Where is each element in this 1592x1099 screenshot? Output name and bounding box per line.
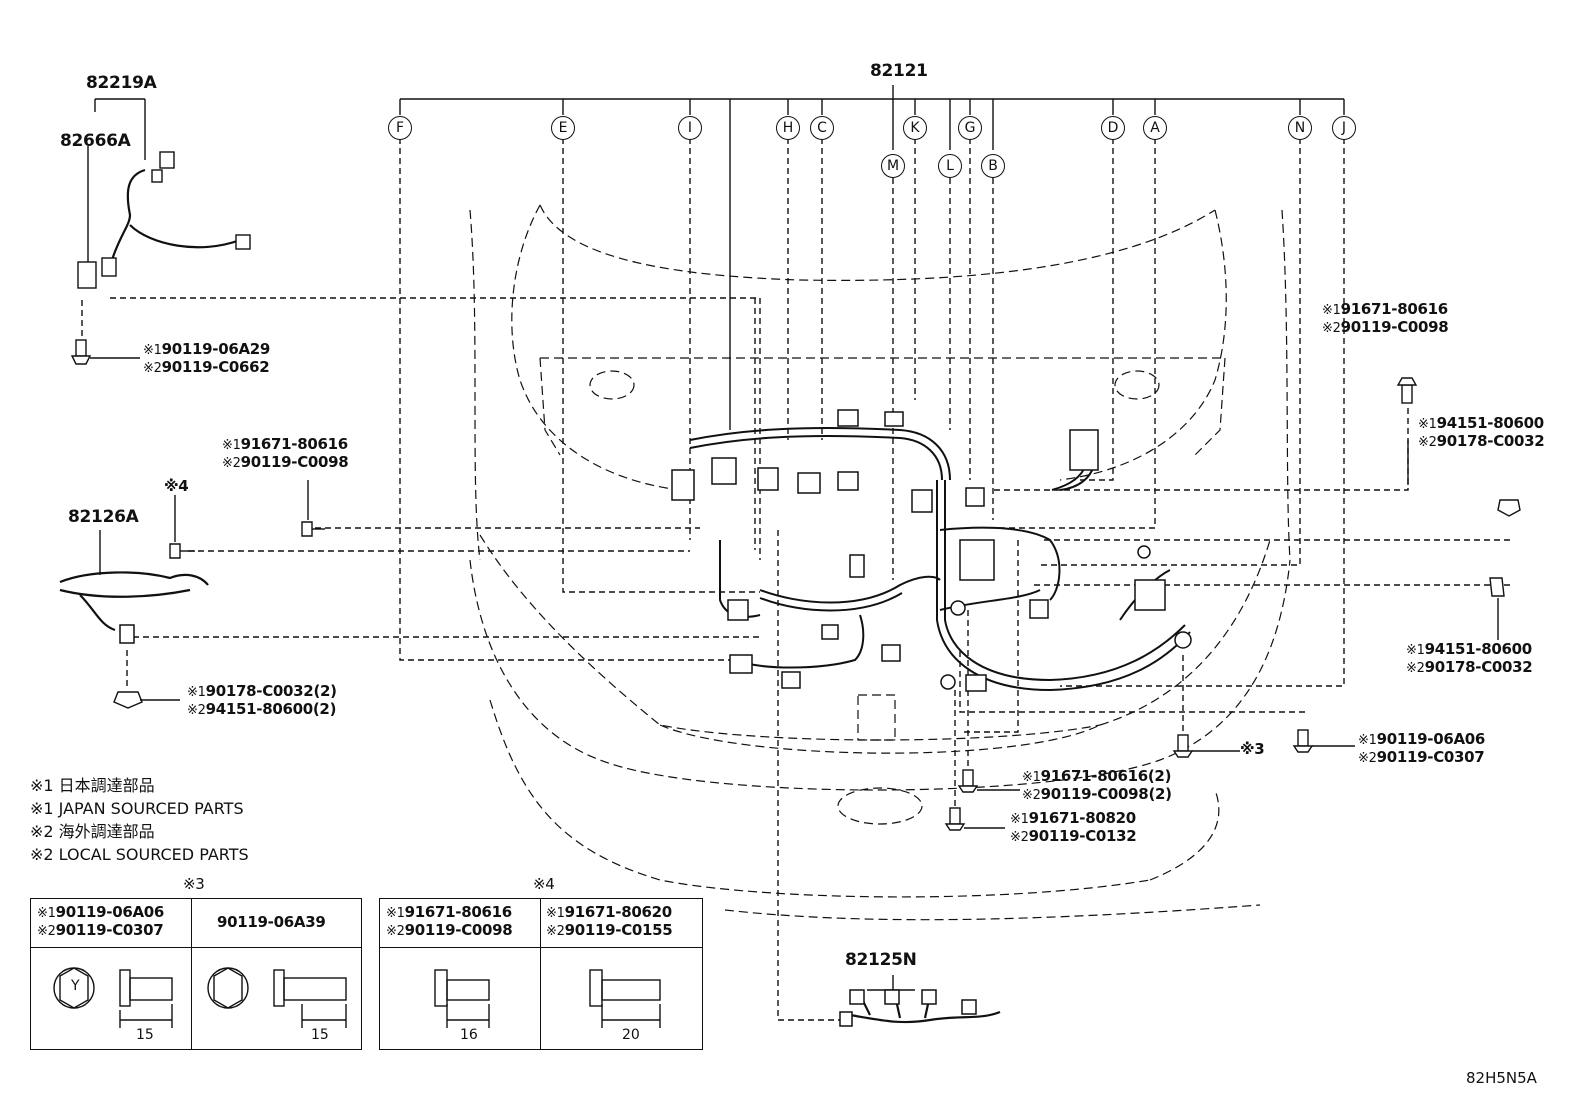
harness-82125N <box>839 975 1001 1027</box>
table3-cell-1: ※190119-06A06 ※290119-C0307 <box>37 903 165 940</box>
callout-d: ※191671-80616 ※290119-C0098 <box>1322 300 1449 337</box>
table4-cell-2: ※191671-80620 ※290119-C0155 <box>546 903 673 940</box>
connector-m: M <box>881 154 905 178</box>
callout-e: ※194151-80600 ※290178-C0032 <box>1418 414 1545 451</box>
bolt-icon <box>1292 729 1314 753</box>
connector-h: H <box>776 116 800 140</box>
table4-dim-1: 16 <box>460 1027 478 1043</box>
table3-drawings <box>53 967 347 1028</box>
note-japan-jp: ※1 日本調達部品 <box>30 776 155 795</box>
callout-b: ※191671-80616 ※290119-C0098 <box>222 435 349 472</box>
connector-i: I <box>678 116 702 140</box>
callout-i: ※191671-80820 ※290119-C0132 <box>1010 809 1137 846</box>
harness-82126A <box>59 530 209 644</box>
fastener-table-4: ※191671-80616 ※290119-C0098 ※191671-8062… <box>379 898 703 1050</box>
table4-title: ※4 <box>533 875 555 893</box>
main-part-bracket <box>399 85 1345 430</box>
part-82666A-label: 82666A <box>60 131 131 151</box>
vehicle-body-outline <box>469 204 1291 921</box>
table3-dim-2: 15 <box>311 1027 329 1043</box>
bolt-icon <box>1172 734 1194 758</box>
table3-cell-2: 90119-06A39 <box>217 913 326 931</box>
harness-connectors <box>671 409 1192 692</box>
connector-g: G <box>958 116 982 140</box>
bolt-icon <box>957 769 979 793</box>
connector-l: L <box>938 154 962 178</box>
connector-n: N <box>1288 116 1312 140</box>
table4-dim-2: 20 <box>622 1027 640 1043</box>
fastener-bolts <box>70 339 1521 831</box>
table4-cell-1: ※191671-80616 ※290119-C0098 <box>386 903 513 940</box>
bolt-icon <box>944 807 966 831</box>
callout-g: ※190119-06A06 ※290119-C0307 <box>1358 730 1486 767</box>
connector-d: D <box>1101 116 1125 140</box>
table3-dim-1: 15 <box>136 1027 154 1043</box>
table4-drawings <box>434 969 661 1028</box>
callout-c: ※190178-C0032(2) ※294151-80600(2) <box>187 682 337 719</box>
callout-mark3: ※3 <box>1240 740 1265 758</box>
note-local-jp: ※2 海外調達部品 <box>30 822 155 841</box>
diagram-code: 82H5N5A <box>1466 1069 1537 1087</box>
callout-mark4: ※4 <box>164 477 189 495</box>
bolt-icon <box>1396 377 1418 404</box>
connector-a: A <box>1143 116 1167 140</box>
main-part-label: 82121 <box>870 61 928 81</box>
harness-82219A <box>77 98 251 289</box>
connector-leader-lines <box>81 138 1510 1021</box>
part-82125N-label: 82125N <box>845 950 917 970</box>
part-82126A-label: 82126A <box>68 507 139 527</box>
nut-icon <box>113 691 143 709</box>
part-82219A-label: 82219A <box>86 73 157 93</box>
connector-k: K <box>903 116 927 140</box>
connector-c: C <box>810 116 834 140</box>
bolt-icon <box>70 339 92 365</box>
bolt-icon <box>169 543 195 559</box>
engine-harness-82121 <box>689 427 1191 692</box>
nut-icon <box>1497 499 1521 517</box>
callout-a: ※190119-06A29 ※290119-C0662 <box>143 340 271 377</box>
connector-f: F <box>388 116 412 140</box>
callout-h: ※191671-80616(2) ※290119-C0098(2) <box>1022 767 1172 804</box>
fastener-table-3: ※190119-06A06 ※290119-C0307 90119-06A39 … <box>30 898 362 1050</box>
connector-j: J <box>1332 116 1356 140</box>
bolt-icon <box>301 521 325 537</box>
bolt-mark-y: Y <box>71 978 80 994</box>
note-local-en: ※2 LOCAL SOURCED PARTS <box>30 845 249 864</box>
nut-icon <box>1489 577 1505 597</box>
note-japan-en: ※1 JAPAN SOURCED PARTS <box>30 799 244 818</box>
connector-e: E <box>551 116 575 140</box>
connector-b: B <box>981 154 1005 178</box>
callout-f: ※194151-80600 ※290178-C0032 <box>1406 640 1533 677</box>
table3-title: ※3 <box>183 875 205 893</box>
